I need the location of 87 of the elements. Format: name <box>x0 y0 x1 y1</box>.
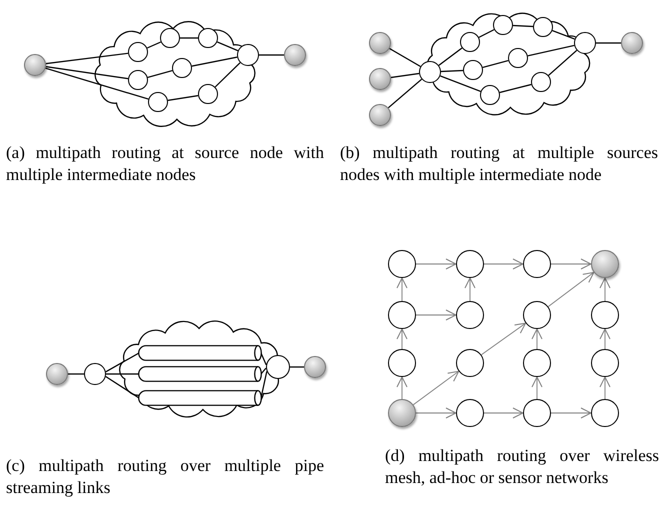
arrow <box>600 328 610 350</box>
pipe-link <box>138 366 262 382</box>
link-line <box>106 373 139 375</box>
end-node <box>24 54 46 76</box>
link-line <box>68 373 84 375</box>
link-line <box>440 70 464 72</box>
link-line <box>388 78 422 108</box>
link-line <box>192 56 238 67</box>
end-node <box>304 356 326 378</box>
arrow <box>532 376 542 400</box>
link-line <box>482 60 508 68</box>
link-line <box>389 48 421 68</box>
network-node <box>456 250 484 278</box>
network-node <box>591 349 619 377</box>
network-node <box>456 301 484 329</box>
link-line <box>259 54 284 56</box>
network-node <box>574 32 596 54</box>
arrow <box>484 258 524 270</box>
network-node <box>266 355 290 379</box>
arrow <box>464 278 476 302</box>
end-node <box>591 250 619 278</box>
network-node <box>456 349 484 377</box>
link-line <box>478 29 494 38</box>
link-line <box>438 48 462 66</box>
arrow <box>548 272 594 308</box>
link-line <box>528 44 574 56</box>
link-line <box>46 66 128 80</box>
arrow <box>550 408 592 418</box>
network-node <box>523 399 551 427</box>
network-node <box>388 349 416 377</box>
network-node <box>419 61 441 83</box>
link-line <box>105 376 140 398</box>
link-line <box>214 62 241 88</box>
network-node <box>388 301 416 329</box>
link-line <box>106 352 140 372</box>
link-line <box>147 70 173 78</box>
link-line <box>390 72 420 78</box>
network-node <box>591 399 619 427</box>
caption: (d) multipath routing over wireless mesh, ad-hoc or sensor networks <box>385 445 659 489</box>
pipe-link <box>138 345 262 361</box>
arrow <box>480 322 526 356</box>
network-node <box>237 44 259 66</box>
end-node <box>369 68 391 90</box>
end-node <box>369 104 391 126</box>
link-line <box>168 95 198 101</box>
caption: (a) multipath routing at source node with multiple intermediate nodes <box>6 142 324 186</box>
arrow <box>412 370 460 406</box>
link-line <box>180 37 198 39</box>
arrow <box>550 258 592 270</box>
arrow <box>396 278 408 302</box>
end-node <box>284 44 306 66</box>
network-node <box>456 399 484 427</box>
link-line <box>552 30 575 40</box>
link-line <box>290 366 304 368</box>
network-node <box>523 349 551 377</box>
end-node <box>388 399 416 427</box>
caption: (b) multipath routing at multiple sources nodes with multiple intermediate node <box>340 142 658 186</box>
arrow <box>532 328 542 350</box>
arrow <box>600 376 610 400</box>
arrow <box>396 328 408 350</box>
network-node <box>523 250 551 278</box>
network-node <box>388 250 416 278</box>
end-node <box>369 32 391 54</box>
link-line <box>512 24 534 28</box>
link-line <box>440 75 481 92</box>
arrow <box>416 310 456 320</box>
link-line <box>500 84 532 94</box>
end-node <box>46 363 68 385</box>
pipe-link <box>138 390 262 406</box>
network-node <box>523 301 551 329</box>
link-line <box>45 68 149 100</box>
link-line <box>216 41 238 52</box>
link-line <box>548 50 578 76</box>
link-line <box>46 52 128 64</box>
arrow <box>600 278 610 302</box>
link-line <box>596 42 621 44</box>
arrow <box>484 408 524 418</box>
link-line <box>146 41 162 49</box>
arrow <box>416 258 456 270</box>
arrow <box>396 376 408 400</box>
network-node <box>591 301 619 329</box>
network-node <box>84 363 106 385</box>
end-node <box>621 32 643 54</box>
link-line <box>260 352 267 366</box>
link-line <box>260 368 266 374</box>
arrow <box>416 408 456 418</box>
caption: (c) multipath routing over multiple pipe streaming links <box>6 455 324 499</box>
